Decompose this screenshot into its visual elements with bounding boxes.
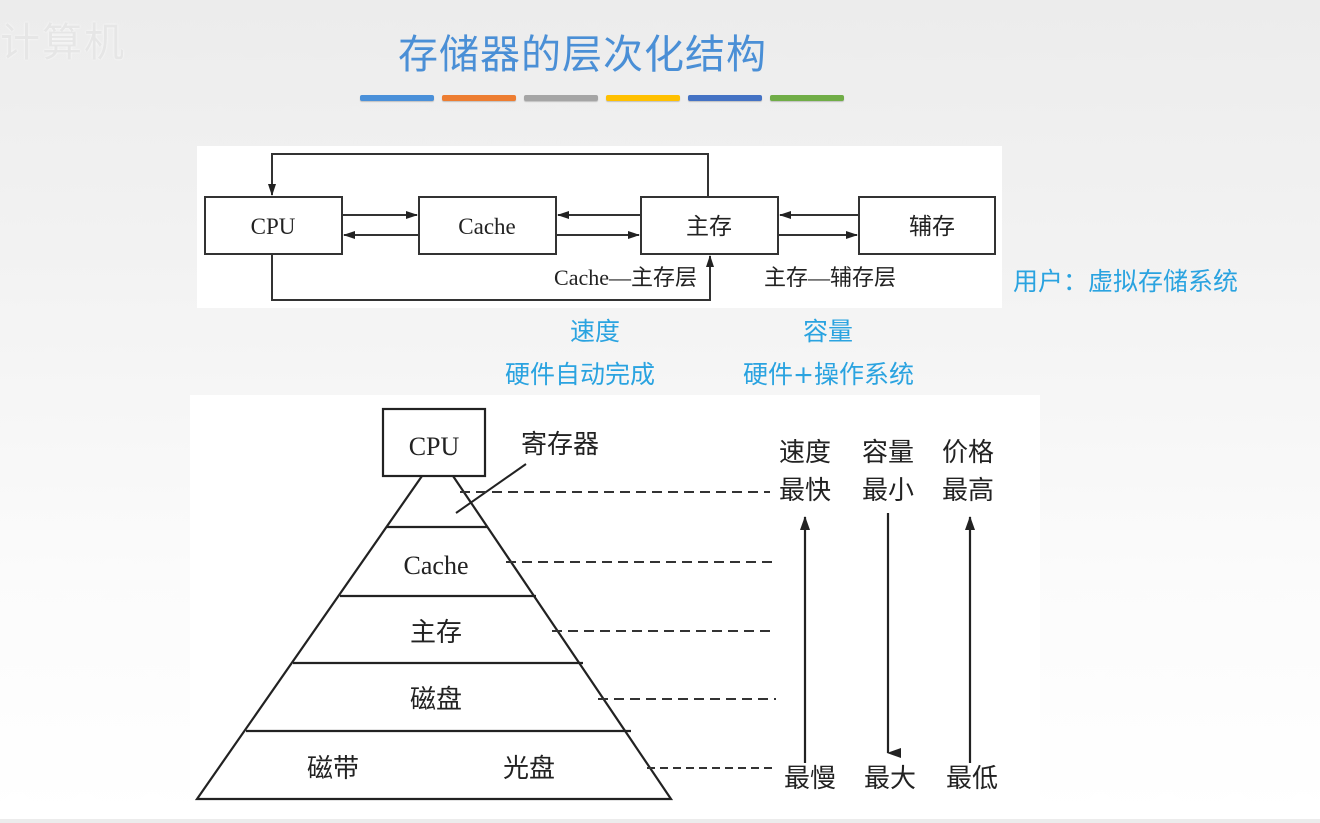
capacity-header: 容量 bbox=[862, 438, 914, 467]
main-aux-goal: 容量 bbox=[803, 317, 854, 346]
level-tape-label: 磁带 bbox=[307, 754, 359, 783]
memory-pyramid-diagram: CPU 寄存器 Cache 主存 磁盘 磁带 光盘 速度 最快 最慢 容量 最小… bbox=[190, 395, 1040, 819]
cpu-box bbox=[204, 196, 343, 255]
pyramid-outline bbox=[194, 475, 674, 801]
page-title: 存储器的层次化结构 bbox=[398, 32, 767, 78]
price-header: 价格 bbox=[942, 438, 994, 467]
color-bar bbox=[688, 95, 762, 101]
color-bar bbox=[524, 95, 598, 101]
price-bottom: 最低 bbox=[946, 764, 998, 793]
cache-memory-diagram: CPU Cache 主存 辅存 Cache—主存层 主存—辅存层 bbox=[197, 146, 1002, 308]
speed-bottom: 最慢 bbox=[784, 764, 836, 793]
level-disk-label: 磁盘 bbox=[410, 685, 462, 714]
cpu-label: CPU bbox=[251, 214, 296, 239]
color-bar bbox=[770, 95, 844, 101]
register-pointer-line bbox=[455, 463, 527, 514]
cache-label: Cache bbox=[458, 214, 515, 239]
arrow-cpu-to-main bbox=[271, 254, 714, 301]
level-cache-label: Cache bbox=[404, 551, 469, 580]
pyramid-cpu-box bbox=[381, 407, 487, 478]
memory-pyramid-svg: CPU 寄存器 Cache 主存 磁盘 磁带 光盘 速度 最快 最慢 容量 最小… bbox=[194, 407, 998, 801]
cache-box bbox=[418, 196, 557, 255]
cache-main-goal: 速度 bbox=[570, 317, 621, 346]
aux-memory-label: 辅存 bbox=[909, 214, 955, 239]
cache-main-layer-label: Cache—主存层 bbox=[554, 265, 697, 290]
price-top: 最高 bbox=[942, 476, 994, 505]
color-bar bbox=[360, 95, 434, 101]
aux-memory-box bbox=[858, 196, 996, 255]
arrow-main-to-cpu bbox=[268, 153, 709, 197]
capacity-top: 最小 bbox=[862, 476, 914, 505]
register-label: 寄存器 bbox=[521, 430, 599, 459]
virtual-storage-note: 用户：虚拟存储系统 bbox=[1013, 267, 1239, 296]
color-bar-strip bbox=[360, 95, 844, 101]
pyramid-cpu-label: CPU bbox=[409, 432, 460, 461]
speed-top: 最快 bbox=[779, 476, 831, 505]
color-bar bbox=[606, 95, 680, 101]
main-aux-implementation: 硬件+操作系统 bbox=[743, 360, 914, 389]
level-main-memory-label: 主存 bbox=[410, 618, 462, 647]
main-memory-label: 主存 bbox=[686, 214, 732, 239]
main-aux-layer-label: 主存—辅存层 bbox=[764, 265, 896, 290]
watermark: 计算机 bbox=[0, 20, 126, 66]
main-memory-box bbox=[640, 196, 779, 255]
level-optical-label: 光盘 bbox=[503, 754, 555, 783]
cache-memory-diagram-svg: CPU Cache 主存 辅存 Cache—主存层 主存—辅存层 bbox=[204, 153, 996, 301]
capacity-bottom: 最大 bbox=[864, 764, 916, 793]
speed-header: 速度 bbox=[779, 438, 831, 467]
color-bar bbox=[442, 95, 516, 101]
cache-main-implementation: 硬件自动完成 bbox=[505, 360, 656, 389]
